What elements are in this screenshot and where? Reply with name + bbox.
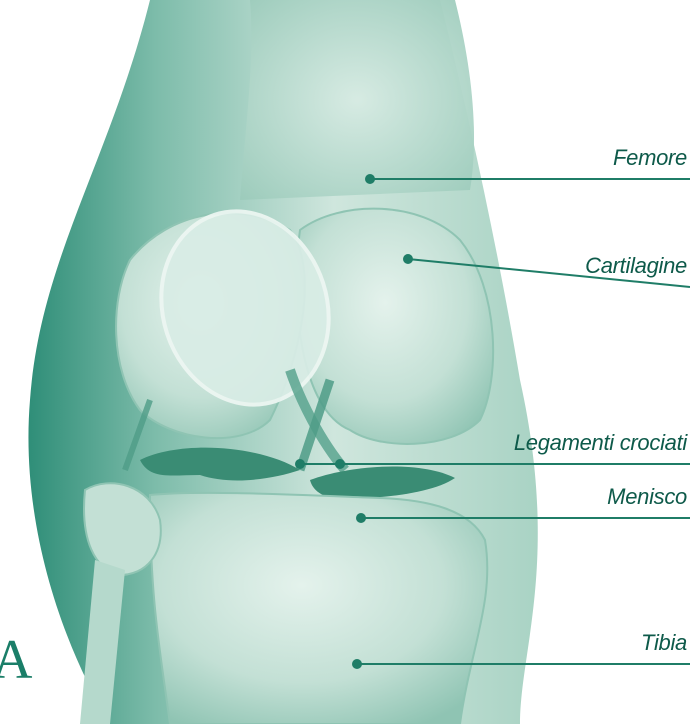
- label-tibia: Tibia: [641, 630, 687, 656]
- label-legamenti-crociati: Legamenti crociati: [514, 430, 687, 456]
- label-cartilagine: Cartilagine: [585, 253, 687, 279]
- femur-shaft: [240, 0, 474, 200]
- tibia-bone: [150, 493, 487, 724]
- side-letter: A: [0, 632, 32, 688]
- label-femore: Femore: [613, 145, 687, 171]
- label-menisco: Menisco: [607, 484, 687, 510]
